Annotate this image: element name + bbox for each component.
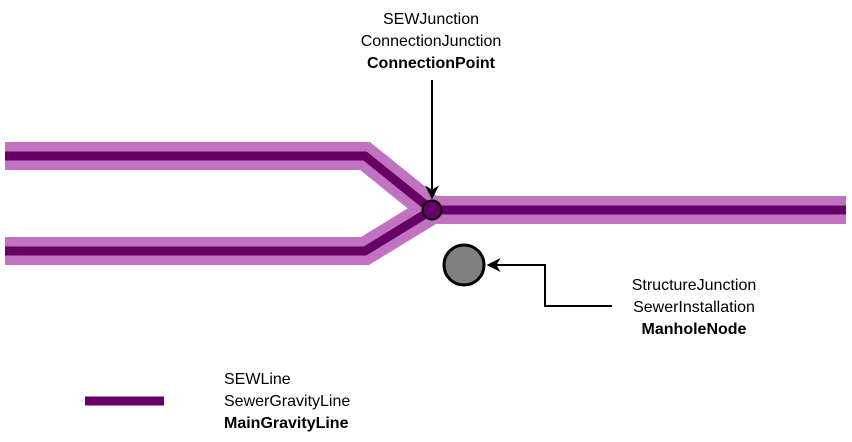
legend: SEWLine SewerGravityLine MainGravityLine xyxy=(85,371,350,432)
manhole-label: StructureJunction SewerInstallation Manh… xyxy=(632,277,757,338)
connection-point-label-line3: ConnectionPoint xyxy=(367,55,496,72)
manhole-label-line3: ManholeNode xyxy=(642,321,747,338)
connection-point-label: SEWJunction ConnectionJunction Connectio… xyxy=(361,11,502,72)
manhole-arrow xyxy=(486,258,612,307)
upper-pipe-inner xyxy=(5,151,435,214)
manhole-node[interactable] xyxy=(442,243,486,287)
legend-label-line3: MainGravityLine xyxy=(224,415,349,432)
pipe-inner-lines xyxy=(5,151,846,256)
manhole-label-line2: SewerInstallation xyxy=(633,299,755,316)
legend-label-line2: SewerGravityLine xyxy=(224,393,350,410)
connection-point-node[interactable] xyxy=(421,199,443,221)
connection-point-label-line2: ConnectionJunction xyxy=(361,33,502,50)
legend-label-line1: SEWLine xyxy=(224,371,291,388)
lower-pipe-inner xyxy=(5,206,435,256)
manhole-label-line1: StructureJunction xyxy=(632,277,757,294)
connection-point-label-line1: SEWJunction xyxy=(383,11,479,28)
